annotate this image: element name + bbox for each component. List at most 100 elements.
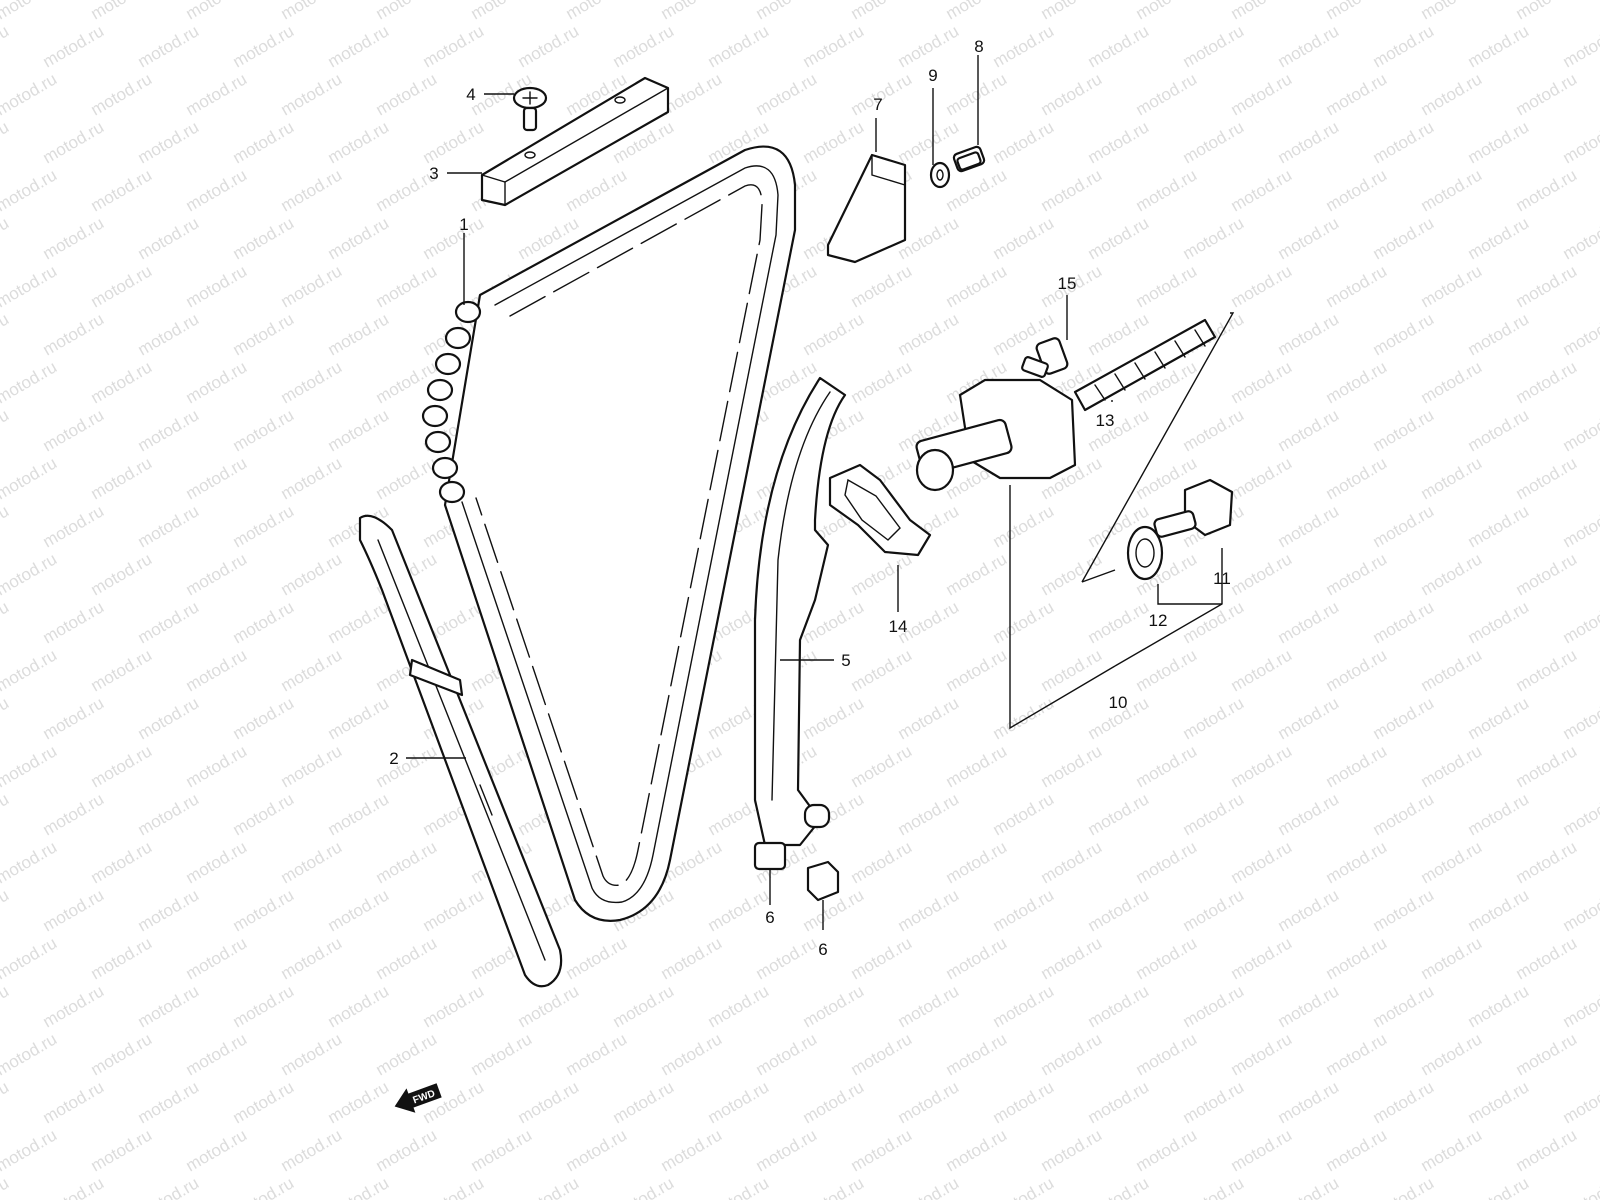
watermark-text: motod.ru xyxy=(1275,981,1343,1031)
watermark-text: motod.ru xyxy=(1418,453,1486,503)
watermark-text: motod.ru xyxy=(753,933,821,983)
callout-14: 14 xyxy=(889,617,908,636)
watermark-text: motod.ru xyxy=(1085,1077,1153,1127)
spring-13 xyxy=(1073,318,1217,412)
watermark-text: motod.ru xyxy=(1418,1125,1486,1175)
watermark-text: motod.ru xyxy=(1418,0,1486,23)
watermark-text: motod.ru xyxy=(515,1173,583,1200)
watermark-text: motod.ru xyxy=(658,1125,726,1175)
watermark-text: motod.ru xyxy=(705,1173,773,1200)
watermark-text: motod.ru xyxy=(88,69,156,119)
watermark-text: motod.ru xyxy=(1228,1029,1296,1079)
watermark-text: motod.ru xyxy=(183,1125,251,1175)
watermark-text: motod.ru xyxy=(373,69,441,119)
watermark-text: motod.ru xyxy=(1133,1029,1201,1079)
watermark-text: motod.ru xyxy=(1275,213,1343,263)
watermark-text: motod.ru xyxy=(325,405,393,455)
watermark-text: motod.ru xyxy=(0,1173,12,1200)
watermark-text: motod.ru xyxy=(1038,1029,1106,1079)
watermark-text: motod.ru xyxy=(1228,741,1296,791)
watermark-text: motod.ru xyxy=(40,885,108,935)
watermark-text: motod.ru xyxy=(230,981,298,1031)
watermark-text: motod.ru xyxy=(1513,357,1581,407)
watermark-text: motod.ru xyxy=(88,0,156,23)
watermark-text: motod.ru xyxy=(183,69,251,119)
watermark-text: motod.ru xyxy=(1418,165,1486,215)
watermark-text: motod.ru xyxy=(1370,213,1438,263)
watermark-text: motod.ru xyxy=(800,21,868,71)
watermark-text: motod.ru xyxy=(943,1029,1011,1079)
watermark-text: motod.ru xyxy=(990,501,1058,551)
watermark-text: motod.ru xyxy=(1228,453,1296,503)
watermark-text: motod.ru xyxy=(1275,693,1343,743)
watermark-text: motod.ru xyxy=(40,213,108,263)
watermark-text: motod.ru xyxy=(0,789,12,839)
bolt-15 xyxy=(1021,337,1069,378)
watermark-text: motod.ru xyxy=(230,885,298,935)
watermark-text: motod.ru xyxy=(1560,1173,1600,1200)
watermark-text: motod.ru xyxy=(0,693,12,743)
callout-15: 15 xyxy=(1058,274,1077,293)
watermark-text: motod.ru xyxy=(1323,1125,1391,1175)
watermark-text: motod.ru xyxy=(1560,1077,1600,1127)
watermark-text: motod.ru xyxy=(40,789,108,839)
watermark-text: motod.ru xyxy=(420,885,488,935)
watermark-text: motod.ru xyxy=(1180,1077,1248,1127)
callout-3: 3 xyxy=(429,164,438,183)
watermark-text: motod.ru xyxy=(1085,885,1153,935)
watermark-text: motod.ru xyxy=(0,357,60,407)
watermark-text: motod.ru xyxy=(1513,0,1581,23)
watermark-text: motod.ru xyxy=(40,693,108,743)
watermark-text: motod.ru xyxy=(1180,981,1248,1031)
watermark-text: motod.ru xyxy=(40,597,108,647)
watermark-text: motod.ru xyxy=(990,117,1058,167)
watermark-text: motod.ru xyxy=(1323,933,1391,983)
watermark-text: motod.ru xyxy=(943,933,1011,983)
watermark-text: motod.ru xyxy=(1228,0,1296,23)
watermark-text: motod.ru xyxy=(183,261,251,311)
watermark-text: motod.ru xyxy=(1228,549,1296,599)
watermark-text: motod.ru xyxy=(1275,1077,1343,1127)
watermark-text: motod.ru xyxy=(1418,933,1486,983)
watermark-text: motod.ru xyxy=(990,981,1058,1031)
watermark-text: motod.ru xyxy=(1085,117,1153,167)
watermark-text: motod.ru xyxy=(563,1125,631,1175)
watermark-text: motod.ru xyxy=(1228,1125,1296,1175)
watermark-text: motod.ru xyxy=(1133,741,1201,791)
watermark-text: motod.ru xyxy=(135,1077,203,1127)
watermark-text: motod.ru xyxy=(848,741,916,791)
watermark-text: motod.ru xyxy=(278,357,346,407)
watermark-text: motod.ru xyxy=(1370,21,1438,71)
callout-2: 2 xyxy=(389,749,398,768)
watermark-text: motod.ru xyxy=(373,1125,441,1175)
watermark-text: motod.ru xyxy=(373,741,441,791)
watermark-text: motod.ru xyxy=(1323,837,1391,887)
watermark-text: motod.ru xyxy=(278,933,346,983)
watermark-text: motod.ru xyxy=(1133,165,1201,215)
watermark-text: motod.ru xyxy=(895,309,963,359)
watermark-text: motod.ru xyxy=(943,0,1011,23)
watermark-text: motod.ru xyxy=(1513,933,1581,983)
watermark-text: motod.ru xyxy=(0,1029,60,1079)
watermark-text: motod.ru xyxy=(135,309,203,359)
watermark-text: motod.ru xyxy=(1465,213,1533,263)
watermark-text: motod.ru xyxy=(373,261,441,311)
watermark-text: motod.ru xyxy=(1370,981,1438,1031)
watermark-text: motod.ru xyxy=(135,1173,203,1200)
bolt-8 xyxy=(952,145,986,173)
tensioner-chain-guide xyxy=(753,376,847,871)
watermark-text: motod.ru xyxy=(943,261,1011,311)
watermark-text: motod.ru xyxy=(0,261,60,311)
watermark-text: motod.ru xyxy=(1275,21,1343,71)
watermark-text: motod.ru xyxy=(1323,549,1391,599)
watermark-text: motod.ru xyxy=(1323,0,1391,23)
watermark-text: motod.ru xyxy=(1275,597,1343,647)
watermark-text: motod.ru xyxy=(1560,309,1600,359)
watermark-text: motod.ru xyxy=(183,165,251,215)
watermark-text: motod.ru xyxy=(1560,885,1600,935)
watermark-text: motod.ru xyxy=(325,117,393,167)
watermark-text: motod.ru xyxy=(0,405,12,455)
callout-4: 4 xyxy=(466,85,475,104)
watermark-text: motod.ru xyxy=(183,741,251,791)
watermark-text: motod.ru xyxy=(0,933,60,983)
